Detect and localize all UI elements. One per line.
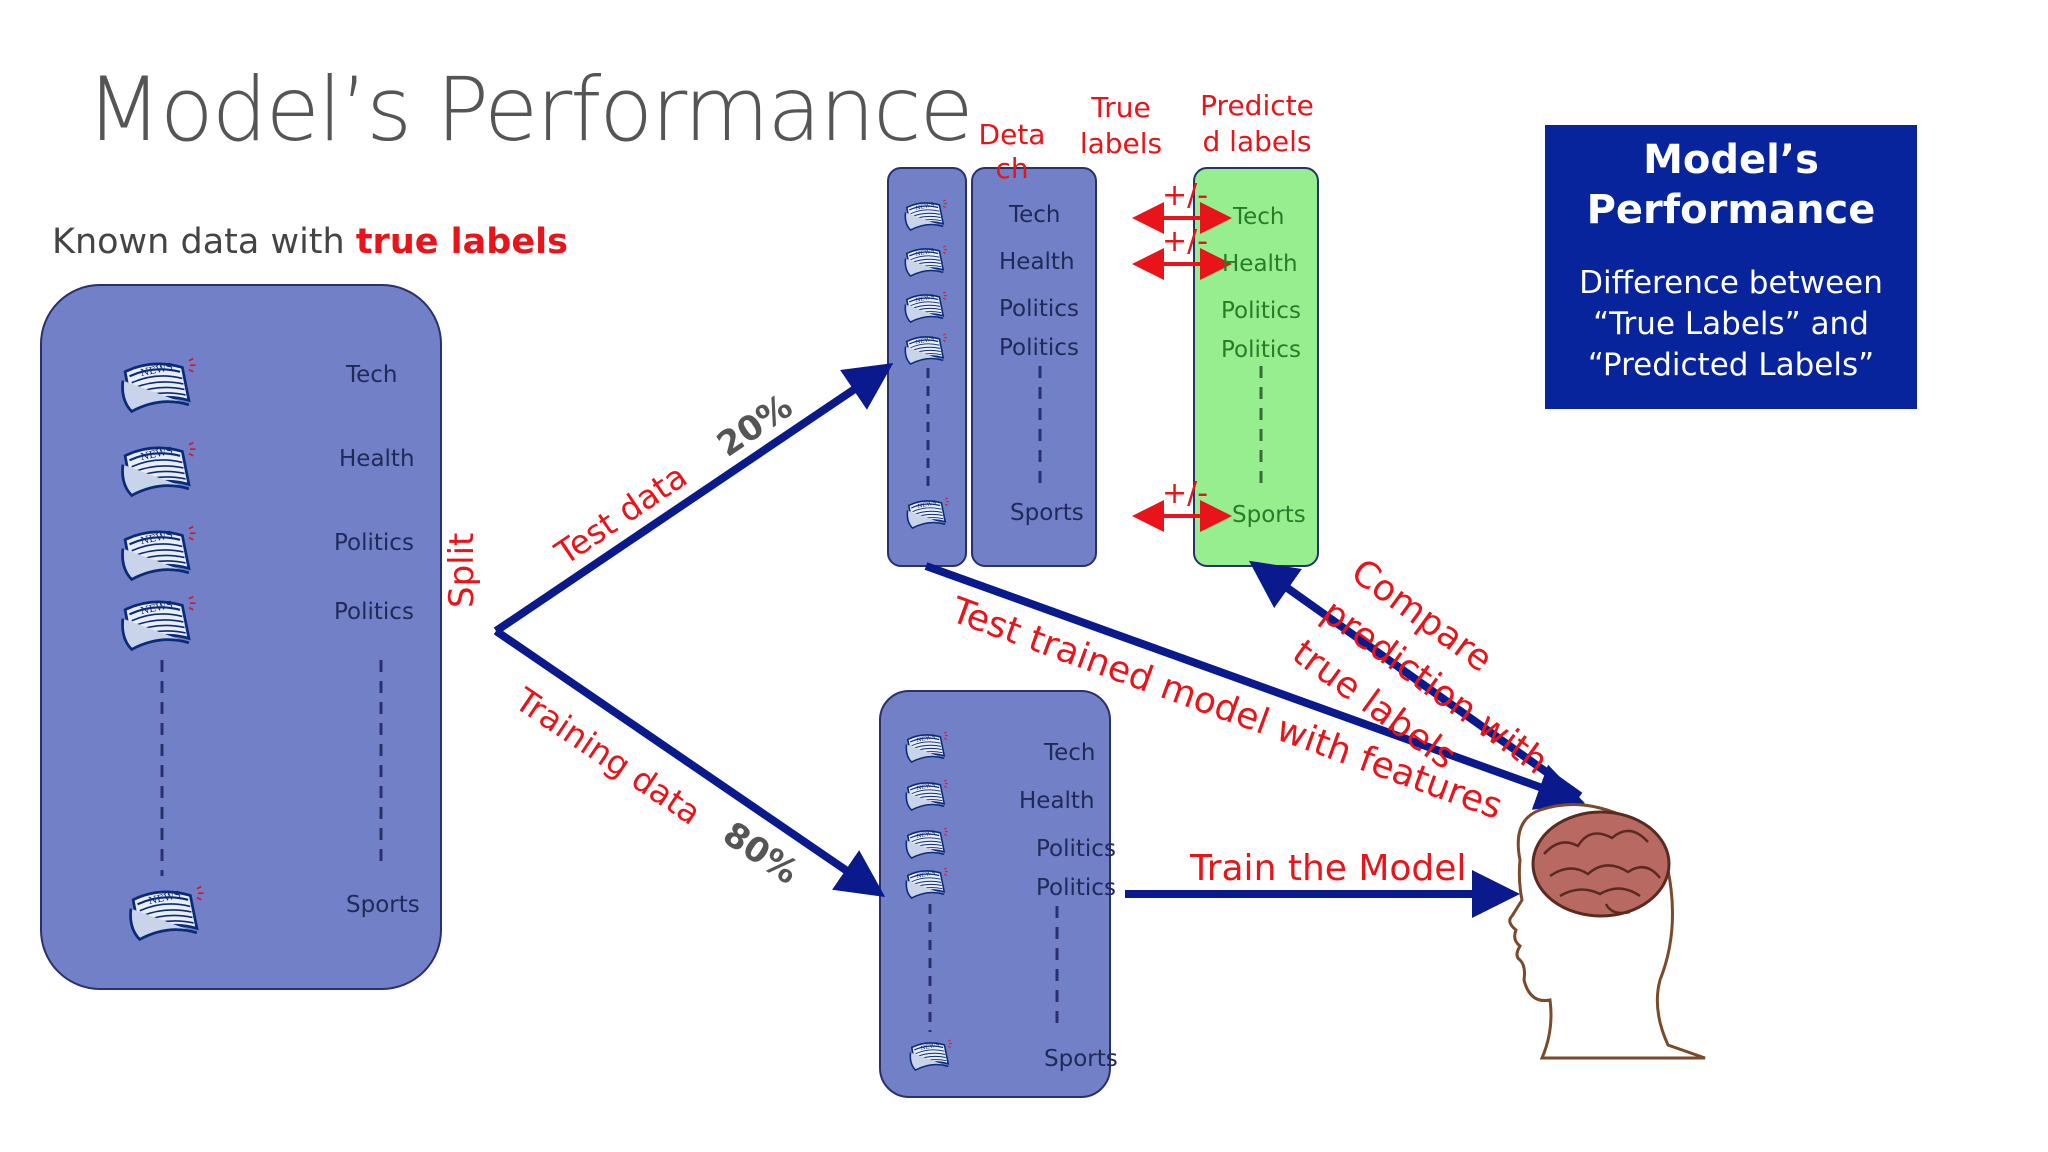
known-label: Sports <box>346 892 420 918</box>
newspaper-icon <box>904 245 947 277</box>
diff-marker: +/- <box>1162 178 1209 213</box>
brain-head-icon <box>1508 803 1706 1060</box>
newspaper-icon <box>909 1039 952 1071</box>
newspaper-icon <box>121 595 196 651</box>
compare-arrow <box>1248 560 1583 800</box>
predicted-label: Politics <box>1221 298 1301 324</box>
predicted-label: Health <box>1222 251 1298 277</box>
info-box: Model’s Performance Difference between “… <box>1545 125 1917 409</box>
predicted-label: Sports <box>1232 502 1306 528</box>
newspaper-icon <box>904 333 947 365</box>
known-label: Politics <box>334 599 414 625</box>
newspaper-icon <box>121 357 196 413</box>
test-true-labels-column <box>971 167 1097 567</box>
slide-title: Model’s Performance <box>86 58 974 161</box>
test-split-arrow <box>493 363 894 635</box>
predicted-labels-header: Predicted labels <box>1200 89 1314 158</box>
true-label: Politics <box>999 335 1079 361</box>
train-model-label: Train the Model <box>1190 848 1467 889</box>
true-label: Politics <box>999 296 1079 322</box>
info-box-title: Model’s Performance <box>1586 137 1876 233</box>
known-label: Politics <box>334 530 414 556</box>
train-label: Sports <box>1044 1046 1118 1072</box>
newspaper-icon <box>121 441 196 497</box>
true-label: Tech <box>1009 202 1061 228</box>
train-label: Politics <box>1036 836 1116 862</box>
slide-subtitle: Known data with true labels <box>52 222 568 262</box>
subtitle-prefix: Known data with <box>52 222 356 262</box>
train-label: Tech <box>1044 740 1096 766</box>
newspaper-icon <box>905 827 948 859</box>
diff-marker: +/- <box>1162 476 1209 511</box>
true-labels-header: True labels <box>1079 91 1163 160</box>
true-label: Health <box>999 249 1075 275</box>
diff-marker: +/- <box>1162 224 1209 259</box>
detach-header: Detach <box>978 118 1046 185</box>
known-data-panel <box>40 284 442 990</box>
newspaper-icon <box>129 885 204 941</box>
info-box-description: Difference between “True Labels” and “Pr… <box>1579 265 1883 383</box>
newspaper-icon <box>904 291 947 323</box>
split-label: Split <box>442 532 482 608</box>
newspaper-icon <box>121 525 196 581</box>
test-model-arrow <box>924 562 1586 810</box>
train-label: Health <box>1019 788 1095 814</box>
newspaper-icon <box>904 199 947 231</box>
newspaper-icon <box>905 731 948 763</box>
newspaper-icon <box>906 497 949 529</box>
newspaper-icon <box>905 779 948 811</box>
newspaper-icon <box>905 867 948 899</box>
known-label: Health <box>339 446 415 472</box>
true-label: Sports <box>1010 500 1084 526</box>
predicted-label: Tech <box>1233 204 1285 230</box>
predicted-label: Politics <box>1221 337 1301 363</box>
train-split-arrow <box>493 627 886 898</box>
known-label: Tech <box>346 362 398 388</box>
train-label: Politics <box>1036 875 1116 901</box>
subtitle-highlight: true labels <box>355 222 568 262</box>
